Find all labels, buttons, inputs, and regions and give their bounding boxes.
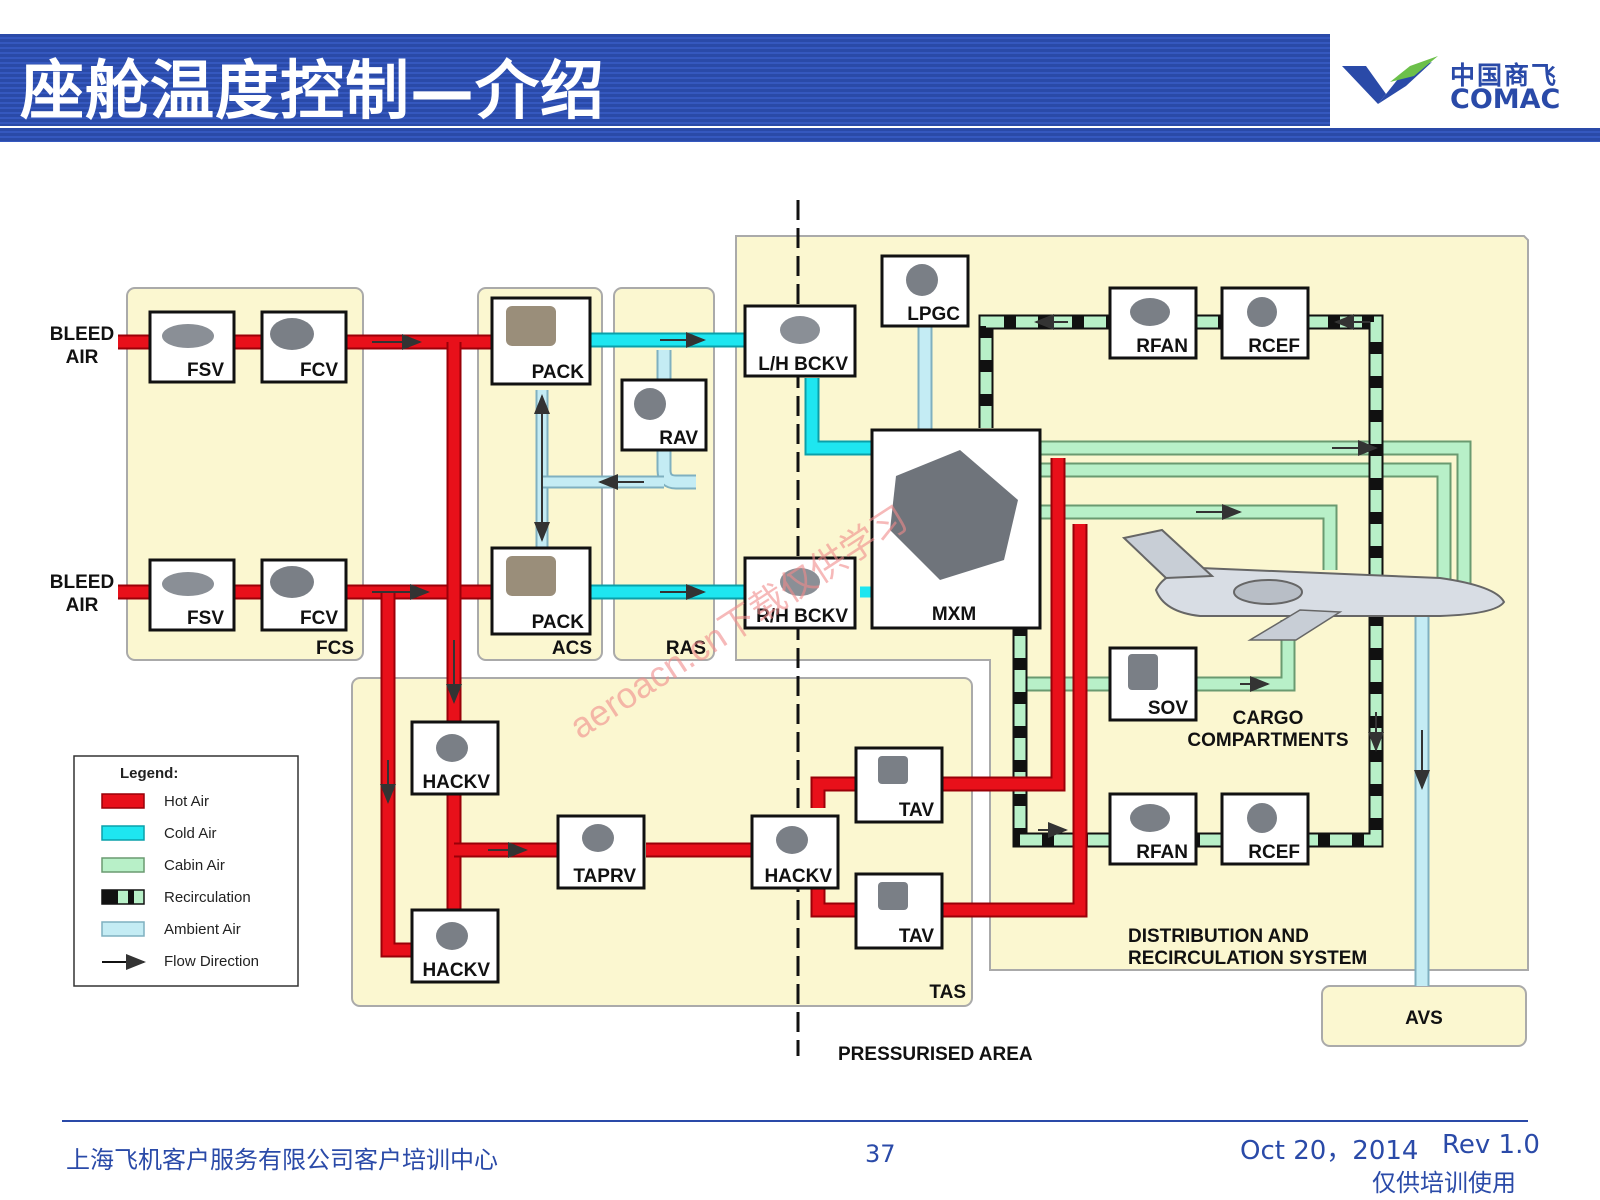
label-tas: TAS bbox=[929, 982, 966, 1003]
flow-arrows bbox=[372, 314, 1430, 858]
legend-title: Legend: bbox=[120, 765, 178, 782]
hot-air-lines bbox=[118, 334, 1088, 958]
title-rule bbox=[0, 128, 1600, 142]
tav-top-box bbox=[854, 746, 944, 824]
hackv-mid-box bbox=[750, 814, 840, 890]
bleed-air-bottom-line2: AIR bbox=[66, 595, 99, 616]
fcv-top-box bbox=[260, 310, 348, 384]
label-fsv-bottom: FSV bbox=[187, 608, 224, 629]
label-fcv-bottom: FCV bbox=[300, 608, 338, 629]
cabin-temperature-diagram: FSV FCV FSV FCV PACK PACK RAV L/H BCKV R… bbox=[50, 200, 1529, 1065]
aircraft-icon bbox=[1121, 528, 1506, 641]
legend-label-recirc: Recirculation bbox=[164, 889, 251, 906]
legend-swatch-cold bbox=[101, 825, 145, 841]
zone-distribution bbox=[735, 235, 1529, 971]
label-rcef-top: RCEF bbox=[1248, 336, 1300, 357]
label-rh-bckv: R/H BCKV bbox=[756, 606, 848, 627]
rfan-top-box bbox=[1108, 286, 1198, 360]
label-pack-top: PACK bbox=[532, 362, 585, 383]
legend: Legend: Hot Air Cold Air Cabin Air Recir… bbox=[73, 755, 299, 987]
footer-date: Oct 20，2014 bbox=[1240, 1136, 1419, 1166]
hackv-bottom-box bbox=[410, 908, 500, 984]
legend-swatch-ambient bbox=[101, 921, 145, 937]
label-fcv-top: FCV bbox=[300, 360, 338, 381]
title-bar bbox=[0, 34, 1330, 126]
component-boxes bbox=[148, 254, 1310, 984]
label-cargo-line2: COMPARTMENTS bbox=[1187, 730, 1348, 751]
rh-bckv-box bbox=[743, 556, 857, 630]
label-ras: RAS bbox=[666, 638, 706, 659]
label-rfan-top: RFAN bbox=[1136, 336, 1188, 357]
label-fsv-top: FSV bbox=[187, 360, 224, 381]
fsv-bottom-box bbox=[148, 558, 236, 632]
label-mxm: MXM bbox=[932, 604, 976, 625]
page-number: 37 bbox=[865, 1140, 896, 1168]
comac-logo: 中国商飞 COMAC bbox=[1340, 52, 1590, 122]
pack-bottom-box bbox=[490, 546, 592, 636]
label-rcef-bottom: RCEF bbox=[1248, 842, 1300, 863]
legend-swatch-cabin bbox=[101, 857, 145, 873]
lpgc-box bbox=[880, 254, 970, 328]
fcv-bottom-box bbox=[260, 558, 348, 632]
bleed-air-bottom-line1: BLEED bbox=[50, 572, 114, 593]
label-hackv-mid: HACKV bbox=[764, 866, 832, 887]
legend-label-cabin: Cabin Air bbox=[164, 857, 225, 874]
legend-label-hot: Hot Air bbox=[164, 793, 209, 810]
bleed-air-top-line2: AIR bbox=[66, 347, 99, 368]
rfan-bottom-box bbox=[1108, 792, 1198, 866]
label-distribution-line2: RECIRCULATION SYSTEM bbox=[1128, 948, 1367, 969]
label-fcs: FCS bbox=[316, 638, 354, 659]
label-tav-bottom: TAV bbox=[899, 926, 935, 947]
rav-box bbox=[620, 378, 708, 452]
fsv-top-box bbox=[148, 310, 236, 384]
footer-revision: Rev 1.0 bbox=[1442, 1130, 1540, 1160]
logo-text-cn: 中国商飞 bbox=[1450, 61, 1559, 90]
label-rav: RAV bbox=[659, 428, 698, 449]
ambient-air-lines bbox=[656, 306, 1430, 986]
hackv-top-box bbox=[410, 720, 500, 796]
label-pressurised-area: PRESSURISED AREA bbox=[838, 1044, 1033, 1065]
footer-organization: 上海飞机客户服务有限公司客户培训中心 bbox=[66, 1146, 498, 1174]
zone-labels: BLEED AIR BLEED AIR FCS ACS RAS TAS AVS … bbox=[50, 324, 1443, 1065]
label-rfan-bottom: RFAN bbox=[1136, 842, 1188, 863]
cabin-air-lines bbox=[1020, 440, 1472, 692]
label-lh-bckv: L/H BCKV bbox=[758, 354, 848, 375]
comac-logo-icon bbox=[1342, 56, 1438, 104]
label-hackv-bottom: HACKV bbox=[422, 960, 490, 981]
legend-label-cold: Cold Air bbox=[164, 825, 217, 842]
footer-training-note: 仅供培训使用 bbox=[1372, 1169, 1516, 1197]
label-distribution-line1: DISTRIBUTION AND bbox=[1128, 926, 1309, 947]
label-avs: AVS bbox=[1405, 1008, 1443, 1029]
label-lpgc: LPGC bbox=[907, 304, 960, 325]
rcef-bottom-box bbox=[1220, 792, 1310, 866]
legend-swatch-recirc bbox=[101, 889, 145, 905]
label-taprv: TAPRV bbox=[573, 866, 636, 887]
pack-top-box bbox=[490, 296, 592, 386]
label-hackv-top: HACKV bbox=[422, 772, 490, 793]
lh-bckv-box bbox=[743, 304, 857, 378]
legend-label-ambient: Ambient Air bbox=[164, 921, 241, 938]
sov-box bbox=[1108, 646, 1198, 722]
label-tav-top: TAV bbox=[899, 800, 935, 821]
zone-tas bbox=[351, 677, 973, 1007]
taprv-box bbox=[556, 814, 646, 890]
label-pack-bottom: PACK bbox=[532, 612, 585, 633]
component-labels: FSV FCV FSV FCV PACK PACK RAV L/H BCKV R… bbox=[187, 304, 1300, 981]
bleed-air-top-line1: BLEED bbox=[50, 324, 114, 345]
tav-bottom-box bbox=[854, 872, 944, 950]
label-acs: ACS bbox=[552, 638, 592, 659]
label-cargo-line1: CARGO bbox=[1233, 708, 1304, 729]
legend-label-flow: Flow Direction bbox=[164, 953, 259, 970]
mxm-box bbox=[870, 428, 1042, 630]
label-sov: SOV bbox=[1148, 698, 1188, 719]
footer-rule bbox=[62, 1120, 1528, 1122]
legend-swatch-hot bbox=[101, 793, 145, 809]
logo-text-en: COMAC bbox=[1450, 84, 1561, 115]
rcef-top-box bbox=[1220, 286, 1310, 360]
slide-title: 座舱温度控制—介绍 bbox=[20, 55, 605, 129]
